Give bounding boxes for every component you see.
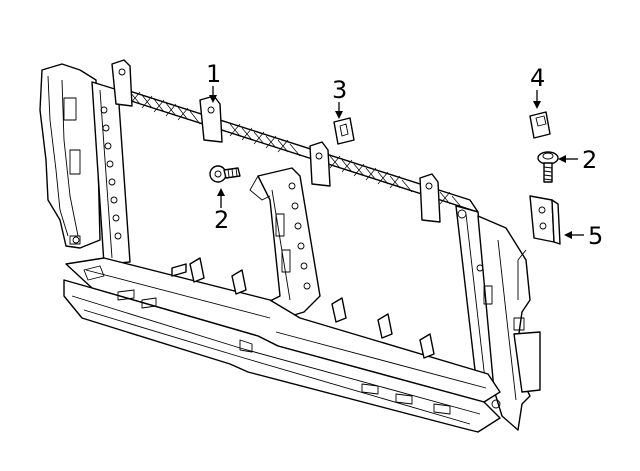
callout-3-label: 3 — [332, 76, 347, 104]
bolt-part-left — [209, 165, 241, 183]
bracket-part — [529, 195, 561, 245]
callout-4: 4 — [530, 64, 545, 109]
callout-2-left-label: 2 — [214, 206, 229, 234]
callout-2-right: 2 — [558, 146, 597, 174]
clip-nut-part — [333, 117, 355, 145]
callout-2-left: 2 — [214, 188, 229, 234]
radiator-support-frame — [39, 59, 541, 433]
bolt-part-right — [537, 151, 559, 183]
clip-part — [529, 111, 551, 139]
callout-1-label: 1 — [206, 60, 221, 88]
callout-1: 1 — [206, 60, 221, 103]
callout-3: 3 — [332, 76, 347, 119]
callout-5: 5 — [564, 222, 603, 250]
callout-2-right-label: 2 — [582, 146, 597, 174]
callout-4-label: 4 — [530, 64, 545, 92]
callout-5-label: 5 — [588, 222, 603, 250]
